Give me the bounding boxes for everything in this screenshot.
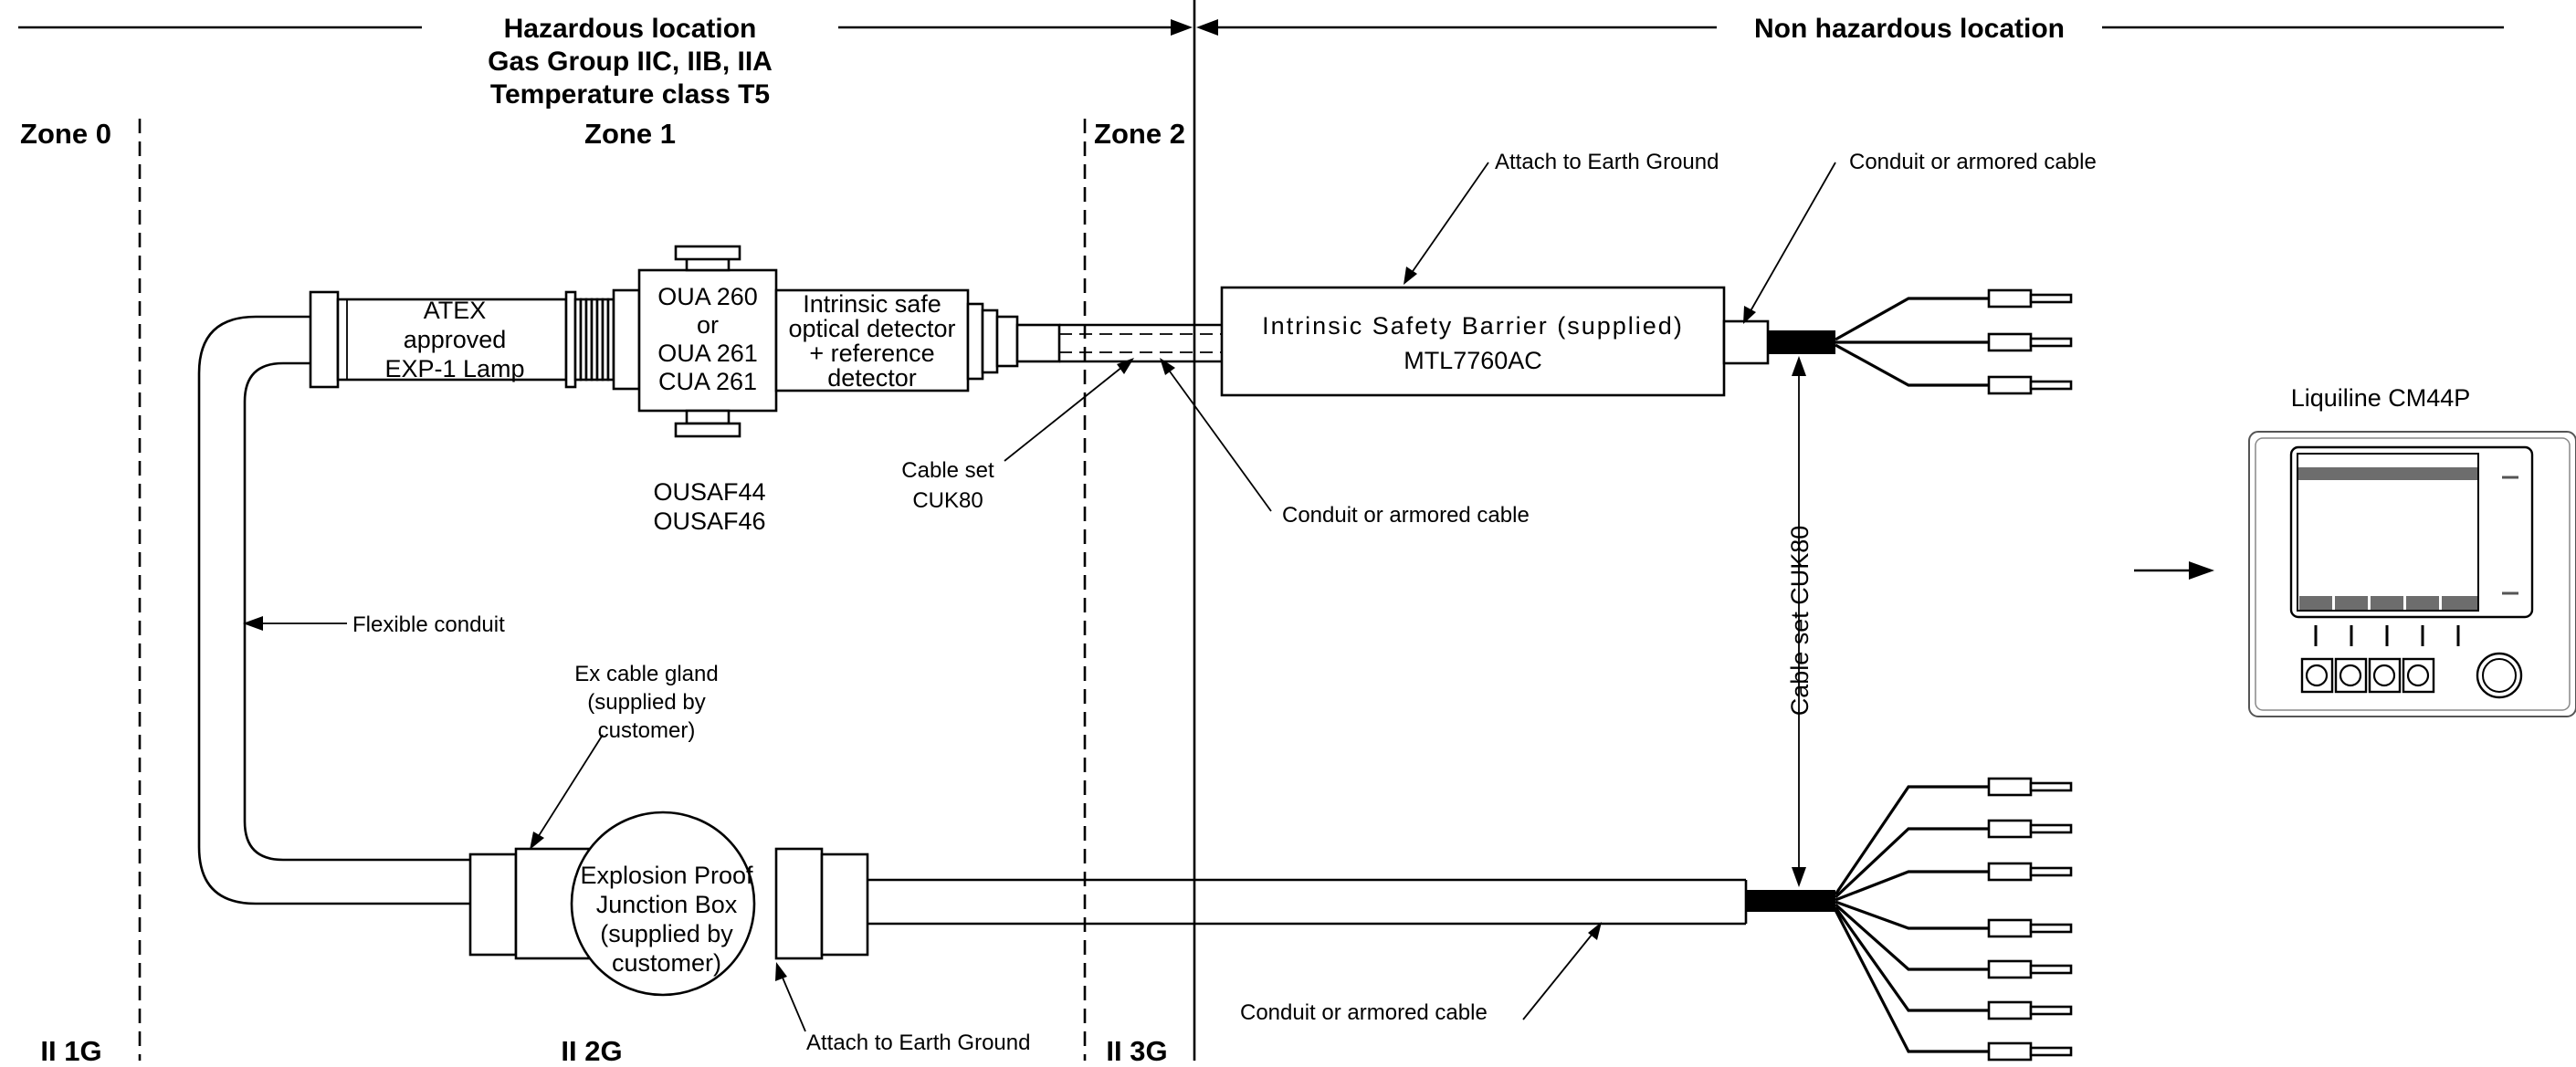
detector-line-2: optical detector xyxy=(788,315,955,342)
barrier-output-cable xyxy=(1722,297,1989,387)
gas-group-label: Gas Group IIC, IIB, IIA xyxy=(488,47,773,77)
vertical-cable-set-label: Cable set CUK80 xyxy=(1786,526,1814,717)
conduit-bottom-callout: Conduit or armored cable xyxy=(1240,1000,1488,1025)
flow-cell xyxy=(637,245,778,438)
detector-housing xyxy=(774,288,1061,392)
barrier-title: Intrinsic Safety Barrier (supplied) xyxy=(1262,312,1684,340)
ex-cable-gland-line-2: (supplied by xyxy=(587,690,705,715)
cable-set-callout-line-1: Cable set xyxy=(901,458,994,483)
flow-cell-line-3: OUA 261 xyxy=(657,340,758,367)
flexible-conduit-callout: Flexible conduit xyxy=(352,612,505,637)
conduit-middle-callout: Conduit or armored cable xyxy=(1282,503,1530,528)
earth-ground-top-callout: Attach to Earth Ground xyxy=(1495,150,1719,174)
category-2g-label: II 2G xyxy=(561,1035,622,1067)
zone-1-label: Zone 1 xyxy=(584,118,676,150)
lower-fanout-wires xyxy=(1834,785,1989,1053)
flow-cell-line-4: CUA 261 xyxy=(658,368,757,395)
liquiline-transmitter xyxy=(2248,431,2576,717)
flexible-conduit xyxy=(197,315,470,905)
header-lines xyxy=(18,19,2504,36)
temperature-class-label: Temperature class T5 xyxy=(490,79,770,110)
lamp-line-1: ATEX xyxy=(424,297,487,324)
hazardous-location-title: Hazardous location xyxy=(504,14,757,44)
junction-box-line-2: Junction Box xyxy=(596,891,738,918)
conduit-top-callout: Conduit or armored cable xyxy=(1849,150,2097,174)
earth-ground-bottom-callout: Attach to Earth Ground xyxy=(806,1030,1030,1055)
arrow-head-icon xyxy=(2189,561,2214,580)
lamp-line-2: approved xyxy=(404,326,507,353)
callout-leaders xyxy=(243,162,1836,1032)
junction-box-line-1: Explosion Proof xyxy=(580,862,753,889)
ex-cable-gland-line-3: customer) xyxy=(598,718,696,743)
transmitter-soft-keys xyxy=(2300,657,2435,694)
category-3g-label: II 3G xyxy=(1106,1035,1167,1067)
intrinsic-safety-barrier xyxy=(1220,286,1726,397)
upper-terminals xyxy=(1987,288,2073,395)
lamp-line-3: EXP-1 Lamp xyxy=(384,355,524,382)
lamp-assembly xyxy=(309,288,641,391)
sensor-model-1: OUSAF44 xyxy=(653,478,765,506)
junction-box-line-4: customer) xyxy=(612,949,721,977)
detector-line-4: detector xyxy=(827,364,917,392)
zone-2-label: Zone 2 xyxy=(1094,118,1185,150)
non-hazardous-location-title: Non hazardous location xyxy=(1754,14,2065,44)
upper-conduit xyxy=(1059,323,1222,363)
cable-set-callout-line-2: CUK80 xyxy=(912,488,983,513)
transmitter-title: Liquiline CM44P xyxy=(2291,384,2471,412)
lower-terminals xyxy=(1987,777,2073,1062)
junction-box-line-3: (supplied by xyxy=(600,920,733,947)
barrier-model: MTL7760AC xyxy=(1404,347,1542,374)
explosion-proof-junction-box xyxy=(468,811,869,997)
flow-cell-line-2: or xyxy=(697,311,719,339)
category-1g-label: II 1G xyxy=(40,1035,101,1067)
zone-0-label: Zone 0 xyxy=(20,118,111,150)
detector-line-1: Intrinsic safe xyxy=(803,290,941,318)
lower-conduit xyxy=(867,878,1835,926)
ex-cable-gland-line-1: Ex cable gland xyxy=(574,662,718,686)
sensor-model-2: OUSAF46 xyxy=(653,507,765,535)
flow-cell-line-1: OUA 260 xyxy=(657,283,758,310)
cable-set-dimension xyxy=(1792,356,1806,887)
detector-line-3: + reference xyxy=(809,340,934,367)
navigator-knob-icon xyxy=(2476,652,2523,699)
